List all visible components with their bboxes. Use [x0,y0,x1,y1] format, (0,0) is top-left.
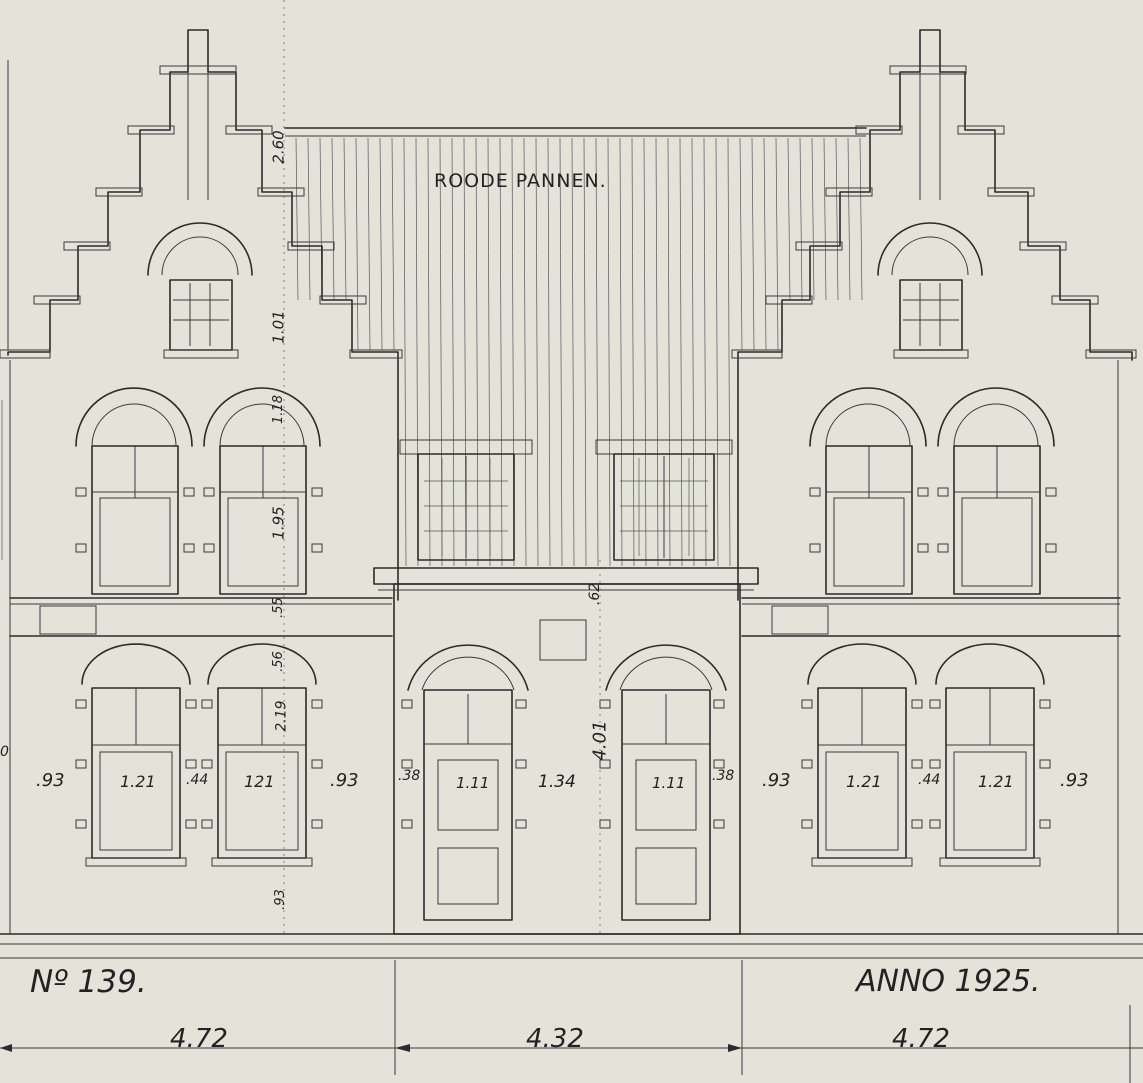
belt-courses [9,583,1121,935]
horizontal-dim-5: .93 [330,770,359,791]
vertical-dim-arch: 1.18 [270,395,286,424]
ground-line [0,933,1143,959]
vertical-dim-attic: 1.01 [269,310,288,344]
entrance-door-left [401,644,529,921]
vertical-dimension-line [283,0,601,934]
vertical-dim-upper-window: 1.95 [269,506,288,540]
horizontal-dim-4: 121 [244,772,275,791]
vertical-dim-band: .55 [270,597,286,618]
horizontal-dim-15: .93 [1060,770,1089,791]
adjacent-building-edge [1,60,11,934]
horizontal-dim-6: .38 [398,768,421,784]
horizontal-dim-14: 1.21 [978,772,1014,791]
vertical-dim-lower-arch: .56 [270,651,286,672]
lower-window-1 [75,643,197,867]
overall-width-left: 4.72 [170,1024,228,1054]
upper-window-4 [937,387,1057,595]
lower-window-2 [201,643,323,867]
ground-floor-windows [75,643,1051,867]
horizontal-dim-9: 1.11 [652,774,686,792]
year-note: ANNO 1925. [856,964,1041,999]
upper-window-3 [809,387,929,595]
overall-dimension-line [0,960,1143,1083]
right-stepped-gable [731,29,1137,934]
horizontal-dim-11: .93 [762,770,791,791]
attic-window-left [147,222,253,359]
vertical-dim-cornice: .62 [587,582,604,606]
horizontal-dim-2: 1.21 [120,772,156,791]
vertical-dim-door: 4.01 [589,720,611,761]
lower-window-4 [929,643,1051,867]
vertical-dim-plinth: .93 [272,889,288,910]
drawing-number: Nº 139. [30,964,147,1000]
attic-window-right [877,222,983,359]
horizontal-dim-3: .44 [186,772,209,788]
vertical-dim-gable: 2.60 [269,130,288,164]
overall-width-middle: 4.32 [526,1024,584,1054]
roof-note: ROODE PANNEN. [434,170,607,192]
horizontal-dim-10: .38 [712,768,735,784]
horizontal-dim-7: 1.11 [456,774,490,792]
entrance-door-right [599,644,727,921]
attic-windows [147,222,983,359]
horizontal-dim-13: .44 [918,772,941,788]
overall-width-right: 4.72 [892,1024,950,1054]
entrance-doors [401,644,727,921]
left-stepped-gable [0,29,403,601]
horizontal-dim-8: 1.34 [538,772,576,792]
dormer-windows [373,439,759,591]
roof-tiles [284,127,867,567]
lower-window-3 [801,643,923,867]
vertical-dim-lower-window: 2.19 [273,700,290,732]
horizontal-dim-1: .93 [36,770,65,791]
first-floor-windows [75,387,1057,595]
upper-window-1 [75,387,195,595]
horizontal-dim-16: 0 [0,744,9,760]
upper-window-2 [203,387,323,595]
horizontal-dim-12: 1.21 [846,772,882,791]
